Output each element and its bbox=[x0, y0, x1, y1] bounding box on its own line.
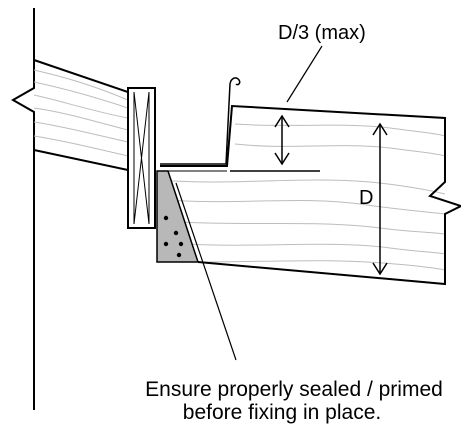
caption-leader bbox=[175, 182, 237, 361]
caption-line-2: before fixing in place. bbox=[183, 401, 381, 424]
depth-label: D bbox=[359, 187, 373, 209]
packer-block bbox=[127, 87, 156, 229]
right-timber-grain bbox=[159, 123, 446, 271]
notch-label-leader bbox=[286, 45, 323, 103]
notch-depth-arrow bbox=[274, 114, 290, 166]
left-vertical-member bbox=[10, 8, 35, 410]
notch-max-label: D/3 (max) bbox=[278, 22, 366, 44]
seal-wedge bbox=[156, 170, 200, 263]
flashing-hook bbox=[160, 77, 241, 165]
right-timber bbox=[159, 104, 461, 286]
left-timber bbox=[33, 59, 129, 171]
caption-line-1: Ensure properly sealed / primed bbox=[145, 378, 443, 401]
left-timber-grain bbox=[33, 69, 129, 157]
depth-d-arrow bbox=[372, 122, 388, 276]
